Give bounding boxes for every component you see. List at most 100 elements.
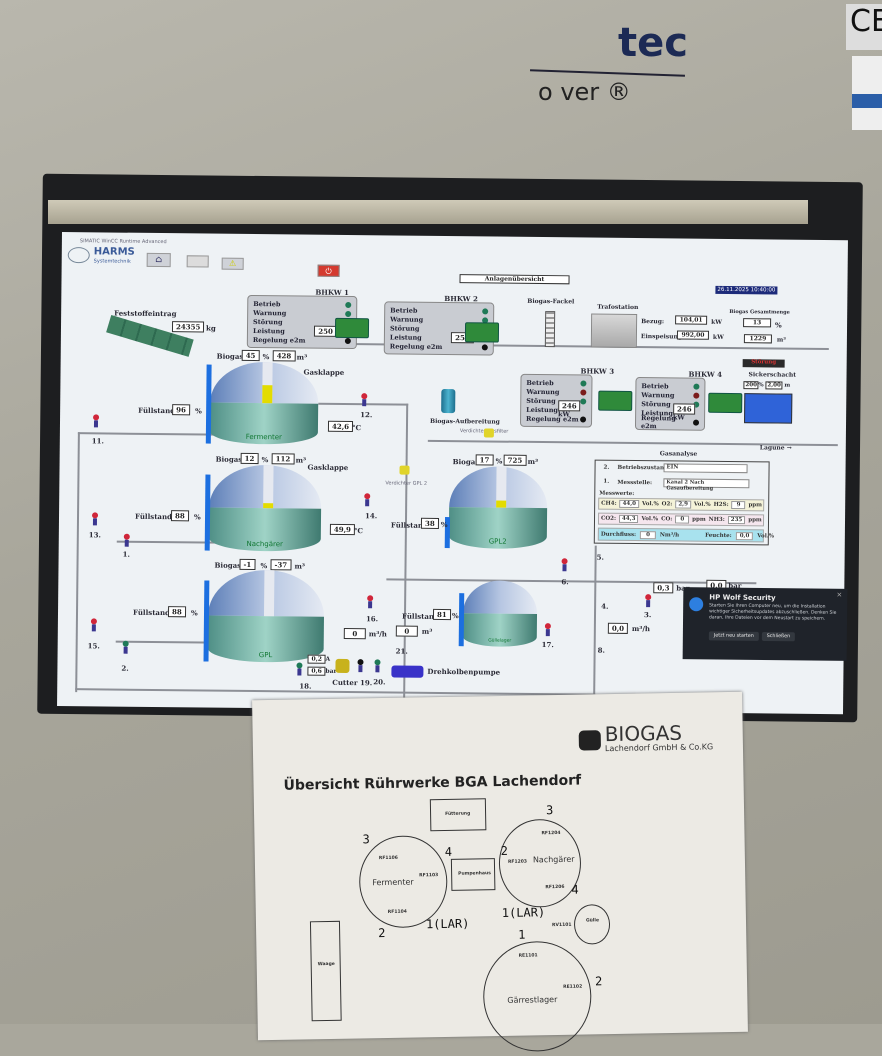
fill-level-bar <box>203 580 210 662</box>
unit: Nm³/h <box>659 531 680 538</box>
unit: % <box>195 406 202 416</box>
status-indicator <box>693 383 700 390</box>
status-label: Betrieb <box>390 305 418 315</box>
unit: m³/h <box>368 629 387 639</box>
valve-2[interactable] <box>122 641 130 653</box>
tank-name: GPL2 <box>488 537 507 546</box>
guellelager-tank[interactable]: Güllelager <box>458 580 538 647</box>
valve-11[interactable] <box>92 414 100 426</box>
valve-3[interactable] <box>644 594 652 606</box>
pipe <box>115 640 216 644</box>
state-label: Betriebszustand: <box>617 464 670 472</box>
handwritten-note: 2 <box>594 974 603 989</box>
seep-level: 2,00 <box>765 381 783 390</box>
seep-label: Sickerschacht <box>748 371 797 379</box>
chp-engine-icon <box>334 317 370 339</box>
total-biogas-pct: 13 <box>743 318 772 328</box>
status-label: Regelung e2m <box>640 413 676 430</box>
valve-20[interactable] <box>373 659 381 671</box>
nh3-label: NH3: <box>708 516 725 523</box>
gpl2-gas-pct: 17 <box>475 454 494 466</box>
unit: Vol.% <box>641 516 659 523</box>
power-button[interactable]: ⏻ <box>317 264 340 277</box>
guelle-circle <box>573 904 611 945</box>
valve-14[interactable] <box>363 493 371 505</box>
status-indicator <box>345 301 352 308</box>
fermenter-tank[interactable]: Fermenter <box>205 361 319 445</box>
status-label: Betrieb <box>253 299 281 308</box>
unit: m³ <box>527 456 539 466</box>
restart-now-button[interactable]: Jetzt neu starten <box>708 631 759 641</box>
co-value: 0 <box>675 515 690 524</box>
harms-logo-icon <box>67 247 90 264</box>
valve-15[interactable] <box>90 618 98 630</box>
gas-upgrade-label: Biogas-Aufbereitung <box>430 417 500 426</box>
tank-name: Nachgärer <box>246 539 284 549</box>
nachgaerer-gas-pct: 12 <box>240 452 259 465</box>
scale-box: Waage <box>309 920 342 1022</box>
hp-wolf-security-notification: × HP Wolf Security Starten Sie Ihren Com… <box>682 587 848 661</box>
compressor-icon[interactable] <box>399 465 410 475</box>
valve-6[interactable] <box>560 558 568 570</box>
h2s-label: H2S: <box>713 501 729 508</box>
state-select[interactable]: EIN <box>663 463 748 474</box>
biogas-label: Biogas <box>216 351 244 361</box>
overview-button[interactable] <box>186 255 209 268</box>
gpl-gas-pct: -1 <box>239 558 256 571</box>
transformer-station-icon <box>590 313 638 349</box>
nachgaerer-tank[interactable]: Nachgärer <box>204 464 322 552</box>
valve-label: 21. <box>395 646 408 656</box>
status-label: Warnung <box>641 390 675 399</box>
status-label: Störung <box>526 396 556 405</box>
brand-logo-main: tec <box>618 20 688 66</box>
valve-18[interactable] <box>295 662 303 674</box>
stirrer-code: RE1102 <box>563 984 583 990</box>
valve-1[interactable] <box>123 534 131 546</box>
valve-19[interactable] <box>356 659 364 671</box>
seep-alarm-badge: Störung <box>742 359 785 368</box>
status-label: Störung <box>641 399 671 408</box>
status-label: Warnung <box>526 387 560 396</box>
toast-title: HP Wolf Security <box>709 593 776 603</box>
stirrer-code: RF1103 <box>419 873 439 879</box>
window-title: SIMATIC WinCC Runtime Advanced <box>79 238 167 246</box>
fermenter-gas-pct: 45 <box>241 349 260 362</box>
close-icon[interactable]: × <box>836 590 843 599</box>
lobe-pump-icon[interactable] <box>391 665 424 678</box>
cutter-icon[interactable] <box>335 658 350 674</box>
biogas-label: Biogas <box>215 454 243 464</box>
gpl2-tank[interactable]: GPL2 <box>444 466 548 550</box>
cutter-label: Cutter 19. <box>332 677 373 688</box>
valve-17[interactable] <box>544 623 552 635</box>
pipe <box>75 432 80 693</box>
status-label: Regelung e2m <box>389 341 443 351</box>
compressor-icon[interactable] <box>483 428 494 438</box>
unit: % <box>440 519 448 530</box>
unit: °C <box>351 423 362 433</box>
valve-16[interactable] <box>366 595 374 607</box>
unit: m³ <box>296 352 308 362</box>
handwritten-note: 2 <box>378 926 386 941</box>
close-button[interactable]: Schließen <box>761 631 796 642</box>
lobe-pump-label: Drehkolbenpumpe <box>427 666 501 677</box>
unit: m³/h <box>631 623 651 634</box>
unit: m³ <box>776 336 786 344</box>
valve-label: 2. <box>121 663 129 673</box>
valve-13[interactable] <box>91 512 99 524</box>
gpl2-gas-volume: 725 <box>503 454 527 466</box>
alarm-button[interactable]: ⚠ <box>221 257 244 270</box>
gaerrestlager-label: Gärrestlager <box>507 995 558 1005</box>
gas-gauge-fill <box>496 500 507 508</box>
o2-label: O2: <box>661 501 673 508</box>
unit: m³ <box>295 455 307 465</box>
measuring-point-select[interactable]: Kanal 2 Nach Gasaufbereitung <box>663 478 750 492</box>
gas-gauge-fill <box>262 502 273 509</box>
page-title: Anlagenübersicht <box>459 274 570 285</box>
valve-12[interactable] <box>360 393 368 405</box>
gpl-tank[interactable]: GPL <box>203 569 325 663</box>
pump-volume: 0 <box>395 625 418 637</box>
home-button[interactable]: ⌂ <box>146 252 171 268</box>
unit: % <box>495 456 503 466</box>
